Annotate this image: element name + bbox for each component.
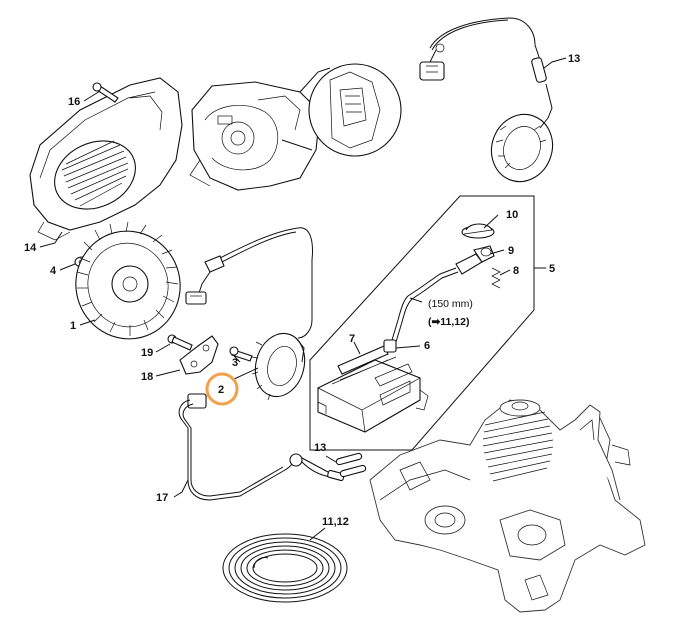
callout-19: 19 [141, 347, 153, 359]
callout-6: 6 [424, 340, 430, 352]
sleeves-13-lower [335, 452, 367, 478]
control-unit-box-5 [309, 195, 535, 451]
callout-8: 8 [513, 265, 519, 277]
callout-10: 10 [506, 209, 518, 221]
flywheel-1 [75, 221, 181, 340]
ignition-module-2 [251, 332, 306, 401]
reference-note: (➡11,12) [428, 316, 470, 328]
callout-9: 9 [508, 245, 514, 257]
callout-2: 2 [218, 384, 224, 396]
leader-lines [39, 57, 567, 541]
callout-17: 17 [156, 492, 168, 504]
coiled-tube-11-12 [222, 533, 348, 603]
callout-16: 16 [68, 96, 80, 108]
callout-5: 5 [549, 263, 555, 275]
callout-4: 4 [50, 265, 57, 277]
ignition-wire-loop [185, 227, 313, 339]
length-note: (150 mm) [428, 298, 473, 310]
highlight-circle [205, 372, 239, 406]
callout-11-12: 11,12 [322, 516, 349, 528]
callout-18: 18 [141, 371, 153, 383]
ignition-wire-top [419, 17, 554, 183]
callout-13-top: 13 [568, 53, 580, 65]
callout-7: 7 [349, 333, 355, 345]
screw-3 [229, 346, 253, 362]
fan-housing-cover [29, 77, 183, 241]
screw-19 [167, 334, 193, 351]
callout-14: 14 [24, 242, 37, 254]
engine-housing-detail [189, 63, 402, 191]
screw-16 [92, 82, 119, 103]
bracket-18 [179, 335, 219, 375]
callout-3: 3 [232, 357, 238, 369]
callout-1: 1 [70, 320, 76, 332]
wire-17 [178, 393, 345, 501]
engine-block [369, 399, 646, 613]
callout-13-lower: 13 [314, 442, 326, 454]
